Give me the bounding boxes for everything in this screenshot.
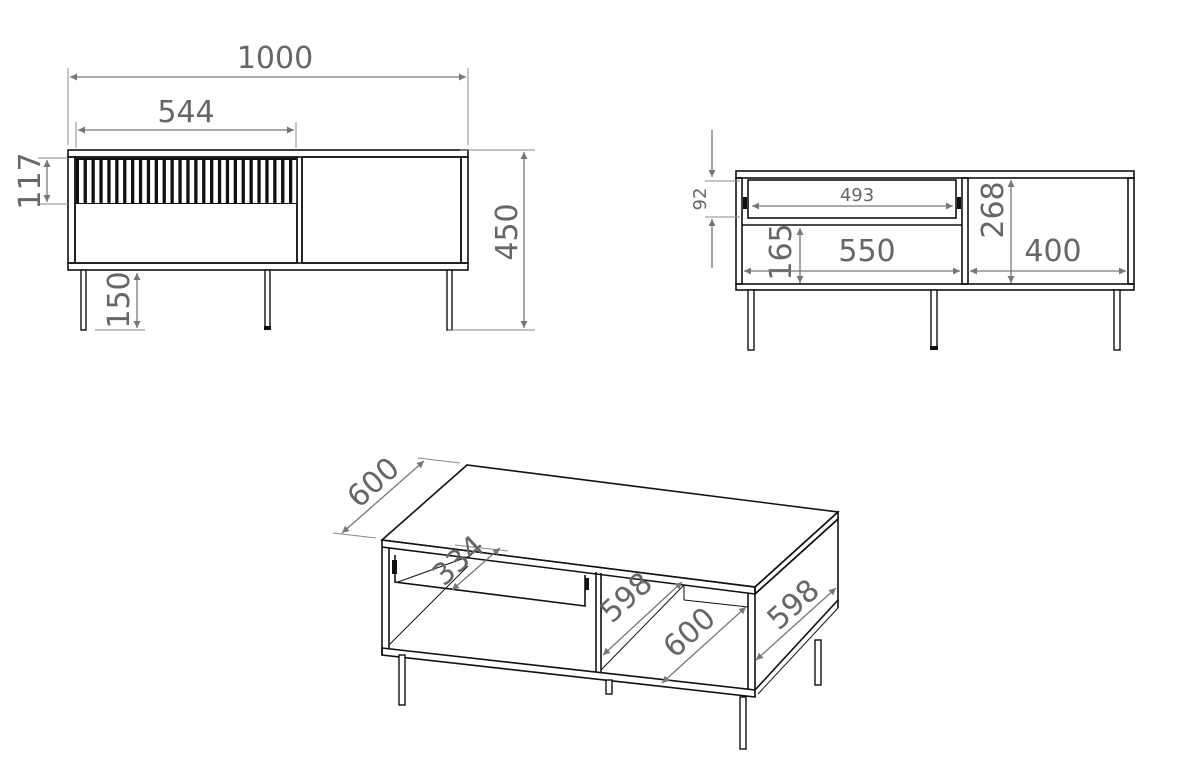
leg (446, 269, 453, 331)
dim-label-drawer-width: 544 (157, 95, 214, 130)
flute-slat (134, 160, 139, 203)
flute-slat (244, 160, 250, 203)
leg (814, 639, 822, 686)
leg (739, 696, 747, 750)
flute-slat (268, 160, 274, 203)
flute-slat (158, 160, 163, 203)
flute-slat (221, 160, 226, 203)
flute-slat (94, 160, 100, 203)
leg (605, 679, 613, 695)
drawer-box (747, 179, 957, 219)
front-open-view: 92 493 165 550 268 400 (690, 130, 1135, 351)
front-view: 1000 544 117 450 150 (13, 41, 535, 331)
top-panel (735, 170, 1135, 179)
flute-slat (126, 160, 131, 203)
flute-slat (110, 160, 116, 203)
dim-label-right-compartment-width: 400 (1024, 234, 1081, 269)
dim-label-leg-height: 150 (102, 271, 137, 328)
flute-slat (118, 160, 124, 203)
flute-slat (189, 160, 195, 203)
flute-slat (276, 160, 282, 203)
right-door (301, 156, 462, 264)
flute-slat (237, 160, 242, 203)
right-side (460, 156, 469, 264)
leg (930, 289, 938, 349)
flute-slat (102, 160, 108, 203)
dim-label-drawer-inner-height: 92 (690, 188, 711, 211)
flute-slat (205, 160, 210, 203)
dim-label-right-compartment-depth: 600 (657, 601, 723, 665)
dim-label-side-depth: 598 (761, 573, 827, 637)
flute-slat (197, 160, 203, 203)
leg (1113, 289, 1121, 351)
right-side (1127, 177, 1135, 285)
dim-label-left-compartment-width: 550 (838, 234, 895, 269)
flute-slat (252, 160, 258, 203)
dim-label-total-width: 1000 (237, 41, 313, 76)
left-side (67, 156, 76, 264)
leg (398, 654, 406, 706)
flute-slat (181, 160, 187, 203)
top-panel (67, 149, 469, 158)
flute-slat (260, 160, 266, 203)
flute-slat (213, 160, 218, 203)
flute-slat (86, 160, 92, 203)
bottom-panel (67, 262, 469, 271)
flute-slat (292, 160, 297, 203)
leg (747, 289, 755, 351)
bottom-panel (735, 283, 1135, 291)
dim-label-drawer-inner-width: 493 (840, 185, 874, 206)
leg (264, 269, 271, 329)
dim-label-total-height: 450 (490, 203, 525, 260)
flute-slat (165, 160, 171, 203)
left-side (735, 177, 743, 285)
flute-slat (150, 160, 155, 203)
dim-label-shelf-height: 165 (764, 223, 799, 280)
leg (80, 269, 87, 331)
dim-label-drawer-height: 117 (13, 152, 48, 209)
dim-label-depth: 600 (341, 451, 407, 515)
dim-label-drawer-depth: 334 (426, 529, 492, 593)
bottom-panel (381, 647, 756, 698)
flute-slat (173, 160, 179, 203)
flute-slat (284, 160, 289, 203)
drawer-flutes (79, 160, 297, 203)
iso-view: 600 334 598 600 598 (332, 451, 840, 750)
flute-slat (79, 160, 84, 203)
divider (961, 177, 969, 285)
flute-slat (229, 160, 234, 203)
flute-slat (142, 160, 147, 203)
dim-label-right-compartment-height: 268 (976, 181, 1011, 238)
